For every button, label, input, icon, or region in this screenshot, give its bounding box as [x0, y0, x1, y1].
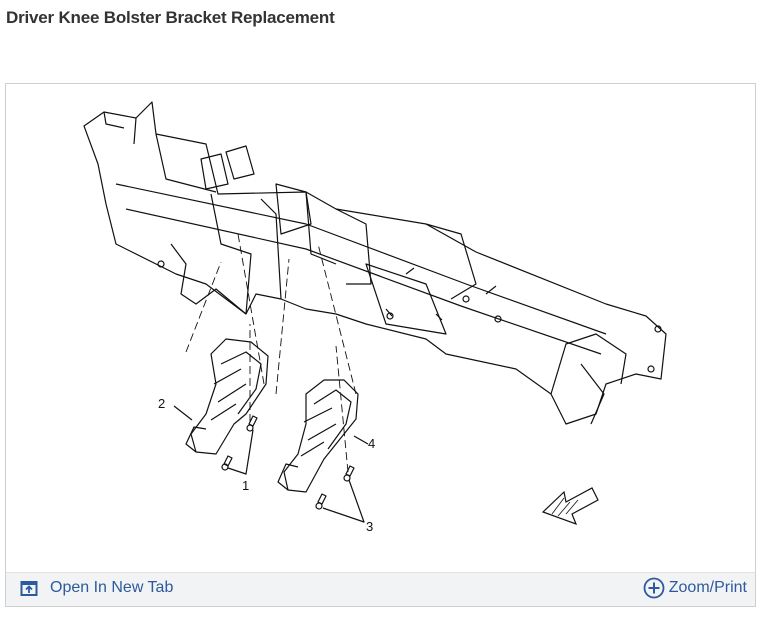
figure-frame: 2 1 4 3 Open In New Tab Zoom/Print — [5, 83, 756, 607]
exploded-diagram: 2 1 4 3 — [83, 101, 667, 534]
open-in-new-tab-icon — [20, 581, 38, 596]
bolt-right-b — [343, 465, 355, 482]
callout-3: 3 — [366, 519, 373, 534]
bolt-left-b — [246, 415, 258, 432]
callout-2: 2 — [158, 396, 165, 411]
front-arrow-icon — [541, 487, 599, 526]
bolt-left-a — [221, 455, 233, 471]
knee-bolster-bracket-left — [190, 338, 269, 455]
zoom-print-link[interactable]: Zoom/Print — [643, 577, 747, 599]
zoom-print-label: Zoom/Print — [668, 579, 747, 596]
callout-4: 4 — [368, 436, 375, 451]
callout-1: 1 — [242, 478, 249, 493]
open-in-new-tab-label: Open In New Tab — [50, 579, 174, 596]
bolt-right-a — [315, 493, 327, 510]
open-in-new-tab-link[interactable]: Open In New Tab — [20, 579, 173, 597]
zoom-plus-icon — [643, 577, 665, 599]
instrument-panel-beam — [83, 101, 667, 425]
knee-bolster-bracket-right — [283, 379, 359, 493]
figure-toolbar: Open In New Tab Zoom/Print — [6, 572, 755, 606]
page-title: Driver Knee Bolster Bracket Replacement — [6, 8, 335, 27]
